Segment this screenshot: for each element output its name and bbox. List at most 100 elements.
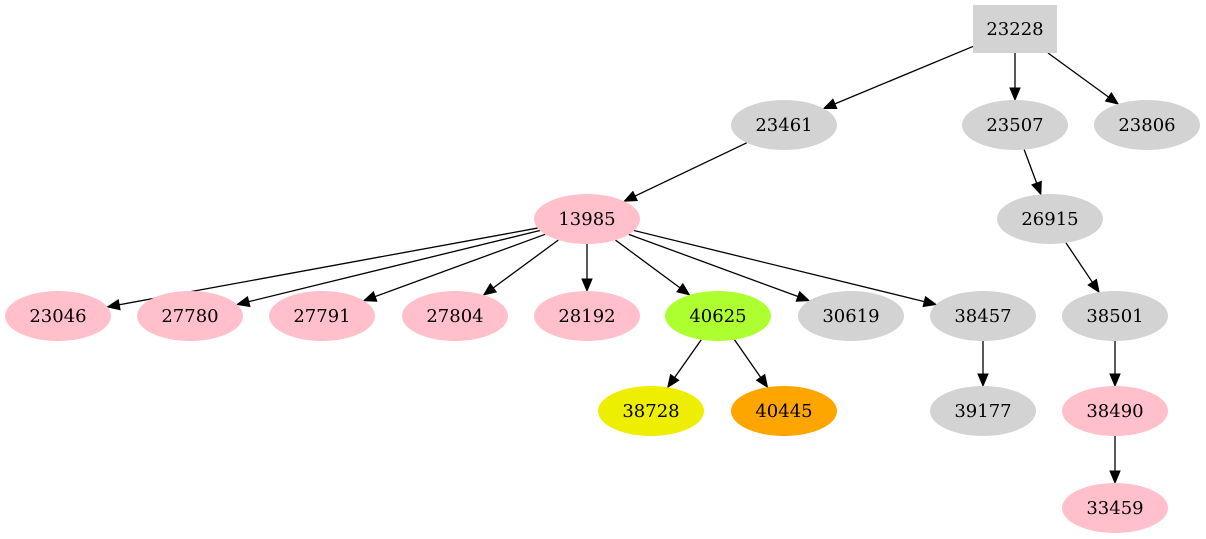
node-label: 30619 xyxy=(822,306,879,327)
node-ellipse xyxy=(665,291,771,341)
arrow-head xyxy=(623,190,639,202)
node-28192: 28192 xyxy=(534,291,640,341)
edge-line xyxy=(1047,52,1109,98)
arrow-head xyxy=(482,282,498,296)
edge-23461-13985 xyxy=(623,142,748,202)
node-33459: 33459 xyxy=(1062,483,1168,533)
edge-13985-38457 xyxy=(633,229,938,308)
node-label: 28192 xyxy=(558,306,615,327)
edge-40625-38728 xyxy=(666,339,702,389)
node-39177: 39177 xyxy=(930,386,1036,436)
edge-23228-23507 xyxy=(1009,53,1021,102)
node-label: 38728 xyxy=(622,401,679,422)
arrow-head xyxy=(922,295,938,308)
edge-line xyxy=(492,239,559,289)
node-40445: 40445 xyxy=(731,386,837,436)
node-38490: 38490 xyxy=(1062,386,1168,436)
edge-13985-28192 xyxy=(581,244,593,293)
node-38457: 38457 xyxy=(930,291,1036,341)
edge-line xyxy=(834,45,974,105)
node-23046: 23046 xyxy=(5,291,111,341)
node-ellipse xyxy=(534,194,640,244)
edge-23228-23806 xyxy=(1047,52,1120,105)
node-ellipse xyxy=(1062,483,1168,533)
edge-13985-40625 xyxy=(615,239,691,296)
node-ellipse xyxy=(1062,291,1168,341)
node-ellipse xyxy=(930,291,1036,341)
node-label: 39177 xyxy=(954,401,1011,422)
node-label: 40445 xyxy=(755,401,812,422)
arrow-head xyxy=(106,299,121,311)
node-ellipse xyxy=(5,291,111,341)
node-label: 27780 xyxy=(161,306,218,327)
node-23461: 23461 xyxy=(731,100,837,150)
edge-13985-27780 xyxy=(235,229,541,308)
arrow-head xyxy=(1109,373,1121,388)
arrow-head xyxy=(1031,180,1042,196)
arrow-head xyxy=(1087,278,1100,294)
node-30619: 30619 xyxy=(798,291,904,341)
nodes-layer: 23228 23461 23507 23806 13985 26915 23046 27780… xyxy=(5,5,1200,533)
edge-line xyxy=(615,239,681,289)
edge-26915-38501 xyxy=(1065,242,1100,294)
node-ellipse xyxy=(930,386,1036,436)
edge-38457-39177 xyxy=(977,341,989,388)
node-label: 38501 xyxy=(1086,306,1143,327)
node-ellipse xyxy=(997,194,1103,244)
edge-13985-27804 xyxy=(482,239,559,296)
arrow-head xyxy=(666,373,680,389)
arrow-head xyxy=(755,373,769,389)
edge-line xyxy=(633,229,925,303)
edge-line xyxy=(628,233,799,298)
edge-40625-40445 xyxy=(733,339,769,389)
node-label: 23461 xyxy=(755,115,812,136)
arrow-head xyxy=(1104,92,1120,105)
edge-line xyxy=(1065,242,1093,283)
node-26915: 26915 xyxy=(997,194,1103,244)
node-ellipse xyxy=(731,100,837,150)
arrow-head xyxy=(235,295,251,308)
node-27791: 27791 xyxy=(269,291,375,341)
node-label: 38490 xyxy=(1086,401,1143,422)
node-38728: 38728 xyxy=(598,386,704,436)
edge-38490-33459 xyxy=(1109,436,1121,485)
node-label: 27791 xyxy=(293,306,350,327)
arrow-head xyxy=(977,373,989,388)
node-ellipse xyxy=(798,291,904,341)
arrow-head xyxy=(822,98,838,109)
node-13985: 13985 xyxy=(534,194,640,244)
node-ellipse xyxy=(731,386,837,436)
edge-38501-38490 xyxy=(1109,341,1121,388)
edges-layer xyxy=(106,45,1121,485)
arrow-head xyxy=(1109,470,1121,485)
edge-line xyxy=(248,229,541,303)
arrow-head xyxy=(795,290,811,302)
edge-line xyxy=(374,233,546,298)
edge-line xyxy=(1023,149,1038,184)
node-ellipse xyxy=(137,291,243,341)
node-label: 23046 xyxy=(29,306,86,327)
edge-line xyxy=(674,339,702,378)
node-label: 38457 xyxy=(954,306,1011,327)
node-ellipse xyxy=(1062,386,1168,436)
node-ellipse xyxy=(534,291,640,341)
node-label: 13985 xyxy=(558,209,615,230)
node-label: 23806 xyxy=(1118,115,1175,136)
node-40625: 40625 xyxy=(665,291,771,341)
edge-line xyxy=(733,339,762,378)
edge-line xyxy=(634,142,748,197)
node-23507: 23507 xyxy=(962,100,1068,150)
node-23228: 23228 xyxy=(973,5,1057,53)
node-ellipse xyxy=(962,100,1068,150)
node-ellipse xyxy=(269,291,375,341)
node-label: 33459 xyxy=(1086,498,1143,519)
node-38501: 38501 xyxy=(1062,291,1168,341)
node-23806: 23806 xyxy=(1094,100,1200,150)
node-label: 27804 xyxy=(426,306,483,327)
edge-23507-26915 xyxy=(1023,149,1042,196)
node-label: 40625 xyxy=(689,306,746,327)
arrow-head xyxy=(1009,87,1021,102)
node-label: 23507 xyxy=(986,115,1043,136)
edge-13985-27791 xyxy=(362,233,546,302)
